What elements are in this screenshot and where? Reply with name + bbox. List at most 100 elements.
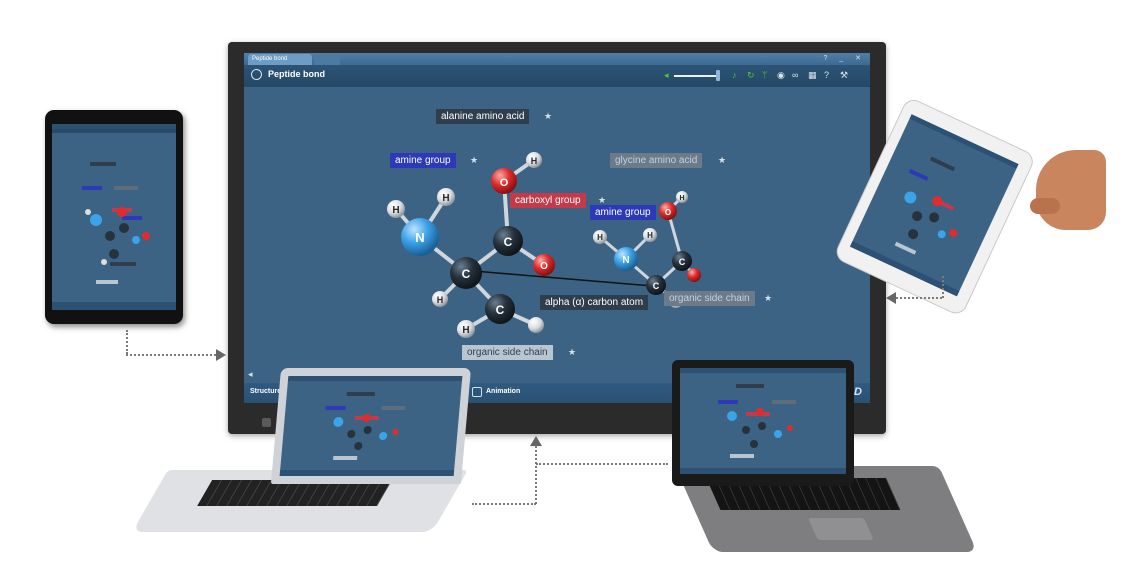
refresh-icon[interactable]: ↻: [747, 70, 755, 80]
svg-text:H: H: [597, 233, 603, 242]
volume-slider-thumb[interactable]: [716, 70, 720, 81]
android-tablet: [45, 110, 183, 324]
connector-line: [126, 354, 216, 356]
svg-text:C: C: [496, 303, 505, 317]
connector-line: [126, 330, 128, 354]
label-organic-side-chain[interactable]: organic side chain: [462, 345, 553, 360]
window-controls[interactable]: ? _ ✕: [823, 55, 866, 62]
nitrogen-atom[interactable]: [401, 218, 439, 256]
label-amine-group[interactable]: amine group: [390, 153, 456, 168]
svg-text:O: O: [665, 208, 671, 217]
molecule-model[interactable]: H H N C C O H O C H H: [244, 87, 870, 387]
connector-line: [535, 446, 537, 504]
label-amine-group-2[interactable]: amine group: [590, 205, 656, 220]
music-icon[interactable]: ♪: [732, 70, 737, 80]
label-alpha-carbon-atom[interactable]: alpha (α) carbon atom: [540, 295, 649, 310]
alpha-carbon-atom[interactable]: [646, 275, 666, 295]
hydrogen-atom[interactable]: [457, 320, 475, 338]
star-icon[interactable]: ★: [718, 155, 727, 165]
svg-text:H: H: [462, 325, 469, 336]
arrow-right-icon: [216, 349, 226, 361]
app-logo-icon[interactable]: [251, 69, 262, 80]
eye-icon[interactable]: ◉: [777, 70, 785, 80]
hp-laptop: [672, 360, 854, 486]
star-icon[interactable]: ★: [544, 111, 553, 121]
structure-tab[interactable]: Structure: [250, 388, 282, 395]
app-screen: Peptide bond ? _ ✕ Peptide bond ◂ ♪ ↻ ᛘ …: [244, 53, 870, 403]
oxygen-atom[interactable]: [533, 254, 555, 276]
atoms-glycine: H H N C C O H: [593, 191, 701, 308]
tablet-screen: [52, 124, 176, 310]
film-icon[interactable]: [472, 387, 482, 397]
oxygen-atom[interactable]: [659, 202, 677, 220]
carbon-atom[interactable]: [485, 294, 515, 324]
molecule-viewport[interactable]: H H N C C O H O C H H: [244, 87, 870, 387]
connector-line: [896, 297, 942, 299]
volume-slider[interactable]: [674, 75, 718, 77]
svg-text:C: C: [462, 267, 471, 281]
display-power-button[interactable]: [262, 418, 271, 427]
svg-text:H: H: [442, 193, 449, 204]
animation-tab[interactable]: Animation: [486, 388, 521, 395]
hydrogen-atom[interactable]: [593, 230, 607, 244]
star-icon[interactable]: ★: [764, 293, 773, 303]
hp-laptop-screen: [680, 368, 846, 474]
svg-text:H: H: [647, 231, 653, 240]
svg-text:H: H: [679, 195, 684, 202]
arrow-up-icon: [530, 436, 542, 446]
carbon-atom[interactable]: [493, 226, 523, 256]
connector-line: [536, 463, 668, 465]
atoms-alanine: H H N C C O H O C H H: [387, 152, 555, 338]
ipad-screen: [849, 114, 1019, 297]
svg-text:C: C: [653, 281, 660, 291]
svg-text:H: H: [437, 295, 444, 305]
star-icon[interactable]: ★: [568, 347, 577, 357]
page-title: Peptide bond: [268, 69, 325, 79]
hydrogen-atom[interactable]: [432, 291, 448, 307]
hydrogen-atom[interactable]: [643, 228, 657, 242]
hydrogen-atom[interactable]: [528, 317, 544, 333]
link-icon[interactable]: ∞: [792, 70, 799, 80]
info-icon[interactable]: ?: [824, 70, 830, 80]
macbook-screen: [279, 376, 463, 476]
hp-touchpad: [808, 518, 874, 540]
window-tab[interactable]: Peptide bond: [248, 54, 312, 65]
hydrogen-atom[interactable]: [676, 191, 688, 203]
star-icon[interactable]: ★: [598, 195, 607, 205]
svg-text:C: C: [679, 257, 686, 267]
connector-line: [472, 503, 536, 505]
oxygen-atom[interactable]: [687, 268, 701, 282]
macbook: [270, 368, 472, 484]
star-icon[interactable]: ★: [470, 155, 479, 165]
wrench-icon[interactable]: ⚒: [840, 70, 849, 80]
window-titlebar: Peptide bond ? _ ✕: [244, 53, 870, 65]
carbon-atom[interactable]: [672, 251, 692, 271]
hand: [1036, 150, 1106, 230]
label-alanine-amino-acid[interactable]: alanine amino acid: [436, 109, 530, 124]
connector-line: [942, 276, 944, 298]
alpha-carbon-atom[interactable]: [450, 257, 482, 289]
label-carboxyl-group[interactable]: carboxyl group: [510, 193, 586, 208]
hydrogen-atom[interactable]: [526, 152, 542, 168]
label-organic-side-chain-2[interactable]: organic side chain: [664, 291, 755, 306]
svg-text:O: O: [500, 177, 509, 189]
new-tab[interactable]: [314, 55, 340, 65]
grid-icon[interactable]: ▦: [808, 70, 817, 80]
svg-text:H: H: [392, 205, 399, 216]
svg-text:O: O: [540, 261, 548, 272]
svg-text:C: C: [504, 235, 513, 249]
svg-text:N: N: [415, 230, 424, 245]
thumb: [1030, 198, 1060, 214]
hydrogen-atom[interactable]: [437, 188, 455, 206]
label-glycine-amino-acid[interactable]: glycine amino acid: [610, 153, 703, 168]
app-toolbar: Peptide bond ◂ ♪ ↻ ᛘ ◉ ∞ ▦ ? ⚒: [244, 65, 870, 87]
oxygen-atom[interactable]: [491, 168, 517, 194]
nitrogen-atom[interactable]: [614, 247, 638, 271]
hydrogen-atom[interactable]: [387, 200, 405, 218]
arrow-left-icon: [886, 292, 896, 304]
svg-text:N: N: [622, 255, 629, 266]
fork-icon[interactable]: ᛘ: [762, 70, 768, 80]
expand-icon[interactable]: ◂: [248, 369, 253, 379]
speaker-icon[interactable]: ◂: [664, 70, 669, 80]
svg-text:H: H: [531, 156, 538, 166]
